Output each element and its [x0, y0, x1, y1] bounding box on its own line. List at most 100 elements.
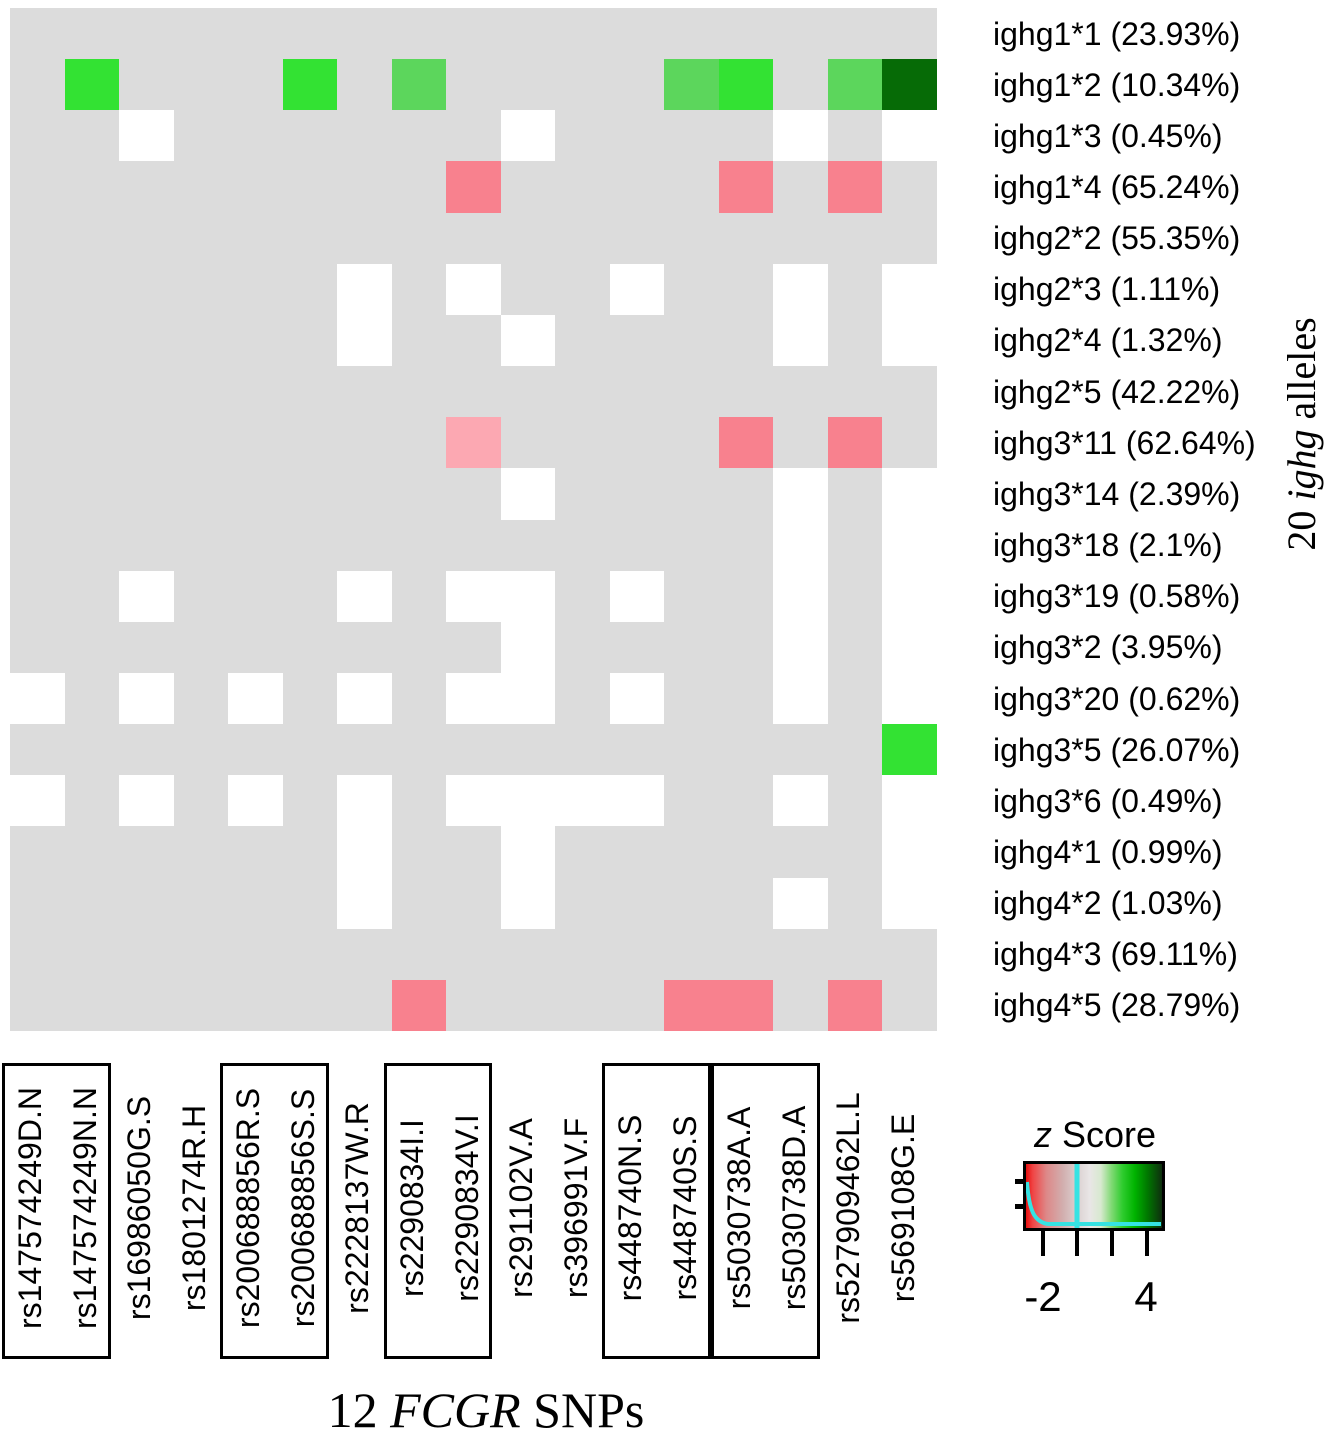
- heatmap-cell: [446, 264, 501, 315]
- heatmap-cell: [610, 775, 664, 826]
- heatmap-cell: [228, 673, 283, 724]
- snp-pair-box: [2, 1063, 111, 1359]
- column-label: rs527909462L.L: [830, 1092, 867, 1324]
- legend-tick: [1110, 1231, 1114, 1256]
- snp-pair-box: [602, 1063, 711, 1359]
- heatmap-cell: [664, 59, 719, 110]
- heatmap-cell: [828, 980, 882, 1031]
- heatmap-cell: [773, 878, 828, 929]
- heatmap-cell: [828, 417, 882, 468]
- heatmap-cell: [610, 264, 664, 315]
- heatmap-cell: [882, 468, 937, 520]
- legend-title-z: z: [1033, 1114, 1052, 1155]
- column-label: rs569108G.E: [884, 1113, 921, 1303]
- heatmap-cell: [610, 571, 664, 622]
- heatmap-cell: [10, 775, 65, 826]
- heatmap-cell: [501, 826, 555, 878]
- heatmap-cell: [882, 622, 937, 673]
- heatmap-cell: [828, 59, 882, 110]
- heatmap-cell: [882, 520, 937, 571]
- heatmap-cell: [501, 571, 555, 622]
- column-label: rs2228137W.R: [339, 1102, 376, 1314]
- heatmap-cell: [337, 673, 392, 724]
- heatmap-cell: [119, 110, 174, 161]
- heatmap-cell: [446, 673, 501, 724]
- heatmap-cell: [719, 980, 773, 1031]
- heatmap-cell: [882, 775, 937, 826]
- x-axis-title-suffix: SNPs: [520, 1382, 645, 1438]
- snp-pair-box: [220, 1063, 329, 1359]
- heatmap-cell: [10, 673, 65, 724]
- y-axis-title-suffix: alleles: [1279, 317, 1324, 430]
- x-axis-title-italic: FCGR: [390, 1382, 521, 1438]
- column-label: rs291102V.A: [503, 1118, 540, 1298]
- heatmap-cell: [501, 468, 555, 520]
- heatmap-cell: [773, 673, 828, 724]
- legend-max-label: 4: [1134, 1273, 1158, 1320]
- heatmap-cell: [392, 980, 446, 1031]
- column-label: rs1801274R.H: [175, 1104, 212, 1312]
- heatmap-cell: [664, 980, 719, 1031]
- column-label: rs16986050G.S: [121, 1095, 158, 1321]
- heatmap-cell: [773, 110, 828, 161]
- legend-left-tick-1: [1015, 1179, 1024, 1184]
- row-label: ighg3*14 (2.39%): [993, 475, 1241, 512]
- y-axis-title-italic: ighg: [1279, 429, 1324, 501]
- heatmap-cell: [610, 673, 664, 724]
- legend-left-tick-2: [1015, 1204, 1024, 1209]
- heatmap-cell: [337, 315, 392, 366]
- heatmap-cell: [501, 673, 555, 724]
- heatmap-cell: [501, 622, 555, 673]
- heatmap-cell: [882, 878, 937, 929]
- heatmap-cell: [283, 59, 337, 110]
- legend-cyan-density-curve: [1026, 1181, 1161, 1226]
- heatmap-cell: [719, 417, 773, 468]
- heatmap-cell: [446, 161, 501, 213]
- row-label: ighg2*3 (1.11%): [993, 271, 1221, 308]
- heatmap-cell: [501, 110, 555, 161]
- snp-pair-box: [383, 1063, 493, 1359]
- row-label: ighg1*2 (10.34%): [993, 66, 1241, 103]
- legend-title: z Score: [1034, 1117, 1156, 1153]
- row-label: ighg1*1 (23.93%): [993, 15, 1241, 52]
- row-label: ighg4*3 (69.11%): [993, 936, 1238, 973]
- heatmap-cell: [337, 878, 392, 929]
- heatmap-cell: [501, 775, 555, 826]
- heatmap-cell: [882, 826, 937, 878]
- heatmap-cell: [773, 468, 828, 520]
- row-label: ighg3*5 (26.07%): [993, 731, 1241, 768]
- legend-tick: [1145, 1231, 1149, 1256]
- snp-pair-box: [711, 1063, 820, 1359]
- row-label: ighg4*2 (1.03%): [993, 885, 1223, 922]
- row-label: ighg2*5 (42.22%): [993, 373, 1241, 410]
- y-axis-title: 20 ighg alleles: [1279, 317, 1324, 551]
- row-label: ighg1*3 (0.45%): [993, 117, 1223, 154]
- heatmap-cell: [337, 571, 392, 622]
- heatmap-cell: [882, 724, 937, 775]
- heatmap-cell: [337, 264, 392, 315]
- row-label: ighg2*2 (55.35%): [993, 220, 1241, 257]
- heatmap-cell: [773, 520, 828, 571]
- heatmap-cell: [773, 315, 828, 366]
- heatmap-cell: [773, 622, 828, 673]
- heatmap-cell: [882, 673, 937, 724]
- heatmap-cell: [719, 161, 773, 213]
- legend-title-rest: Score: [1051, 1114, 1157, 1155]
- heatmap-cell: [446, 571, 501, 622]
- heatmap-cell: [446, 417, 501, 468]
- heatmap-cell: [446, 775, 501, 826]
- row-label: ighg4*1 (0.99%): [993, 833, 1223, 870]
- heatmap-cell: [337, 775, 392, 826]
- heatmap-cell: [882, 264, 937, 315]
- y-axis-title-prefix: 20: [1279, 500, 1324, 551]
- heatmap-cell: [719, 59, 773, 110]
- x-axis-title-prefix: 12: [327, 1382, 391, 1438]
- legend-tick: [1075, 1231, 1079, 1256]
- heatmap-cell: [882, 315, 937, 366]
- row-label: ighg4*5 (28.79%): [993, 987, 1241, 1024]
- heatmap-cell: [119, 673, 174, 724]
- heatmap-cell: [501, 878, 555, 929]
- heatmap-cell: [392, 59, 446, 110]
- row-label: ighg1*4 (65.24%): [993, 169, 1241, 206]
- heatmap-grid: [10, 8, 937, 1031]
